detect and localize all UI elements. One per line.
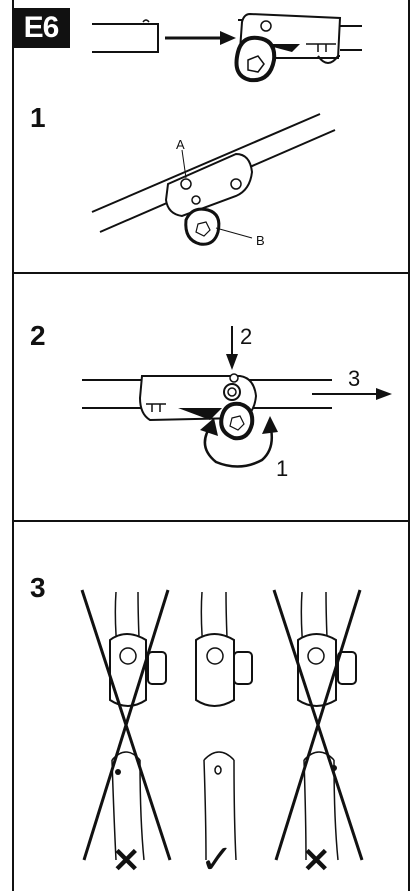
callout-rotate: 1 [276,456,289,481]
label-b: B [256,233,265,248]
wrong-left-figure [80,589,172,861]
screw-a-icon [180,178,192,190]
section-badge: E6 [12,8,70,48]
header-illustration [92,12,362,83]
label-a: A [176,137,185,152]
step-2-number: 2 [30,320,46,351]
correct-mark: ✓ [200,838,234,882]
wrong-mark-left: ✕ [112,842,141,880]
divider-2 [12,520,410,522]
callout-slide: 3 [348,366,361,391]
step-1-illustration [91,113,336,246]
step-2-illustration [82,326,392,468]
step-1-number: 1 [30,102,46,133]
manual-page-frame [12,0,410,891]
wrong-mark-right: ✕ [302,842,331,880]
correct-figure [195,591,253,861]
wrong-right-figure [272,589,364,861]
step-3-number: 3 [30,572,46,603]
rotate-arrow-icon [203,423,273,468]
divider-1 [12,272,410,274]
callout-press: 2 [240,324,253,349]
